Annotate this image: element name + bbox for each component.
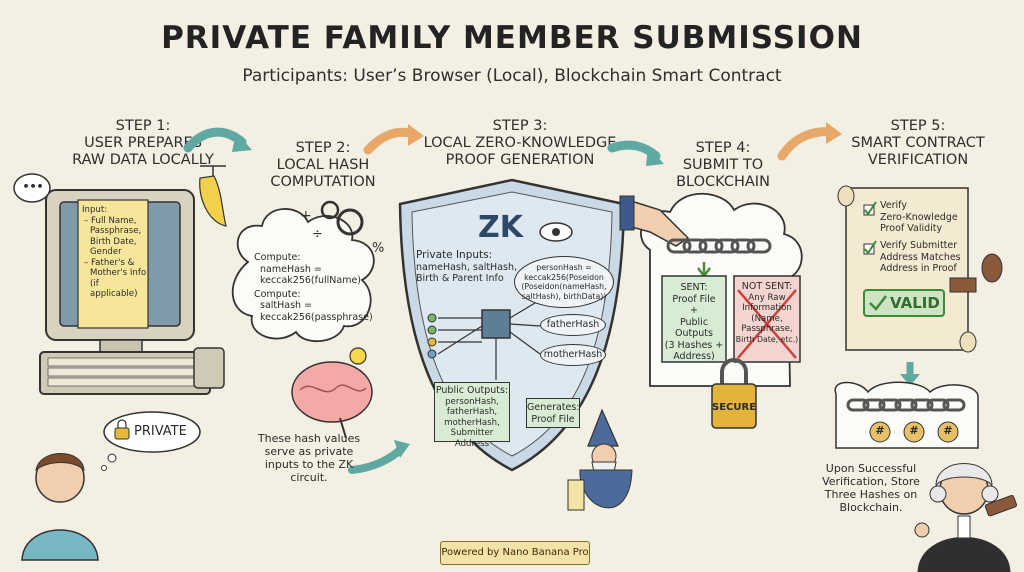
zk-label: ZK: [478, 210, 523, 245]
generates-proof-box: Generates:Proof File: [526, 398, 580, 428]
sent-box: [661, 275, 727, 363]
footer-badge: Powered by Nano Banana Pro: [440, 541, 590, 565]
mother-hash-node: motherHash: [540, 344, 606, 366]
eye-icon: [539, 222, 573, 242]
svg-text:%: %: [372, 241, 384, 256]
lightbulb-icon: [349, 347, 367, 365]
wizard-illustration: [567, 408, 633, 511]
sent-text: SENT:Proof File+Public Outputs(3 Hashes …: [664, 282, 724, 362]
rubber-stamp-icon: [949, 253, 1003, 293]
arrow-down-to-chain: [900, 362, 920, 386]
person-hash-node: personHash =keccak256(Poseidon(Poseidon(…: [514, 256, 614, 308]
raw-data-input-note: Input: – Full Name, Passphrase, Birth Da…: [82, 205, 147, 299]
verification-scroll: [837, 185, 977, 353]
hash-symbol-2: #: [909, 424, 919, 437]
banana-helicopter-icon: [199, 165, 227, 227]
hash-symbol-3: #: [943, 424, 953, 437]
secure-label: SECURE: [712, 402, 757, 413]
chain-icon: [666, 238, 772, 254]
judge-illustration: [914, 463, 1018, 572]
flow-arrow-4-5: [777, 122, 842, 161]
pointing-hand-icon: [619, 195, 690, 247]
brain-icon: [291, 361, 373, 439]
svg-text:÷: ÷: [312, 227, 323, 242]
arrow-to-zk-circuit: [348, 440, 410, 474]
father-hash-node: fatherHash: [540, 314, 606, 336]
thinking-person-illustration: [21, 453, 99, 561]
svg-text:+: +: [300, 208, 312, 224]
page-subtitle: Participants: User’s Browser (Local), Bl…: [242, 66, 782, 86]
padlock-icon: [711, 358, 757, 429]
gears-icon: + ÷ %: [300, 200, 384, 256]
hash-symbol-1: #: [875, 424, 885, 437]
public-outputs-box: Public Outputs: personHash,fatherHash,mo…: [434, 382, 510, 449]
speech-bubble-icon: [13, 173, 51, 203]
private-inputs-text: Private Inputs: nameHash, saltHash, Birt…: [416, 249, 518, 284]
hash-computation-text: Compute: nameHash = keccak256(fullName) …: [254, 252, 373, 323]
private-bubble: [101, 411, 201, 471]
private-label: PRIVATE: [134, 424, 187, 439]
page-title: PRIVATE FAMILY MEMBER SUBMISSION: [161, 20, 863, 56]
flow-arrow-2-3: [363, 124, 424, 155]
speech-bubble-dots: •••: [22, 180, 44, 193]
flow-arrow-3-4: [607, 140, 664, 166]
flow-arrow-1-2: [183, 127, 252, 153]
computer-illustration: [39, 189, 225, 395]
circuit-chip-icon: [427, 299, 541, 380]
not-sent-box: [733, 275, 801, 363]
valid-stamp: VALID: [890, 294, 940, 312]
blockchain-storage-chain: [834, 381, 979, 449]
hash-cloud: [231, 208, 375, 343]
